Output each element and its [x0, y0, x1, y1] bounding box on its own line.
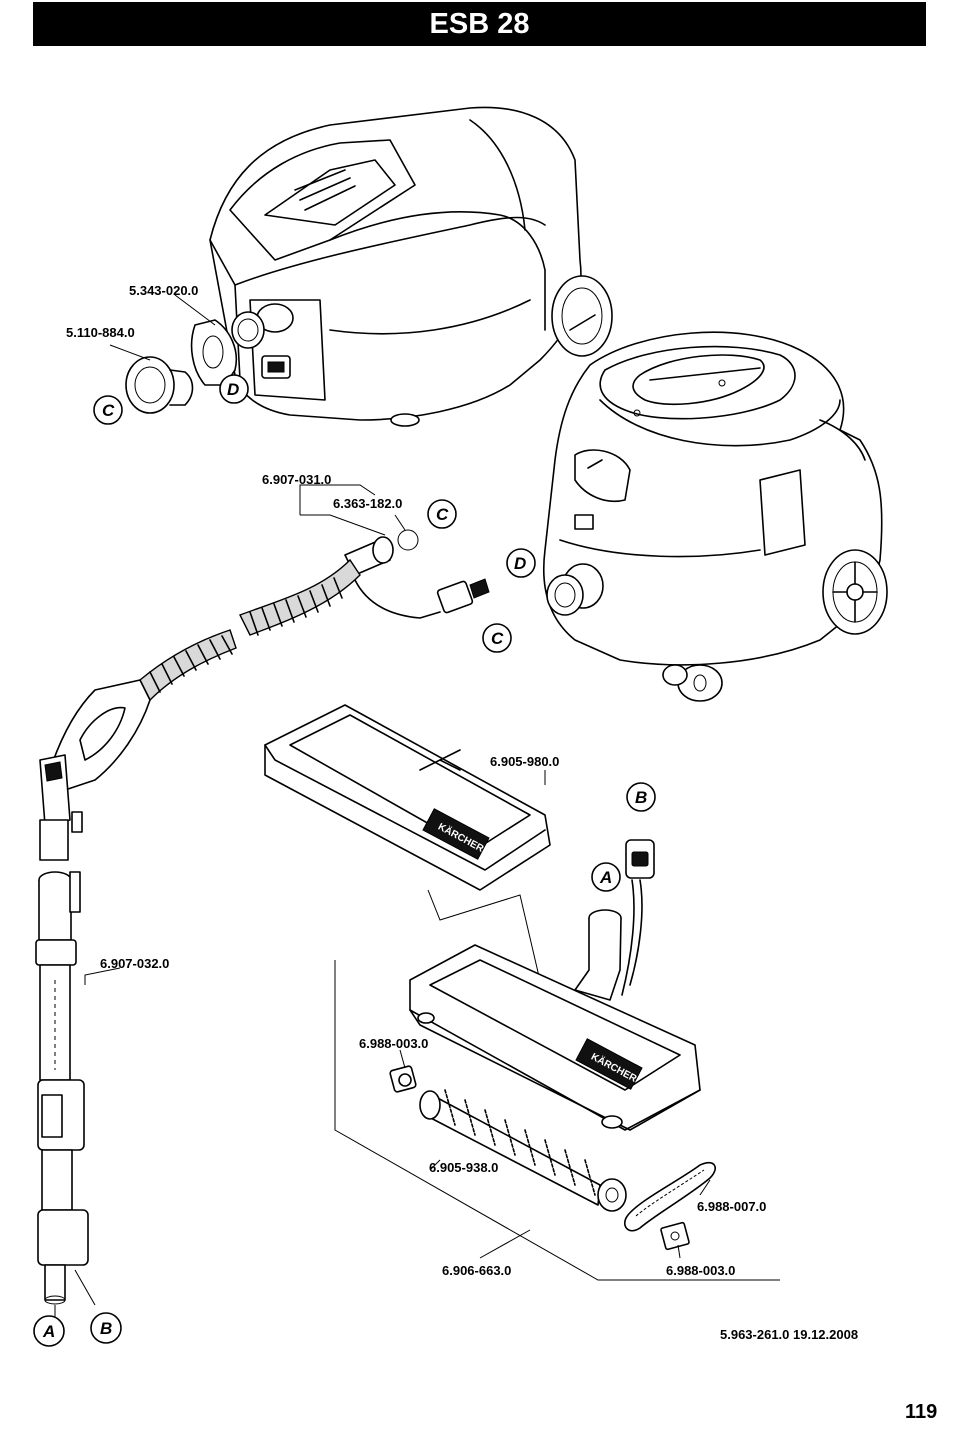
vacuum-front-view — [542, 331, 888, 702]
svg-text:D: D — [227, 380, 239, 399]
svg-text:D: D — [514, 554, 526, 573]
drive-belt — [624, 1161, 716, 1232]
part-label: 6.988-003.0 — [359, 1036, 428, 1051]
leader-lines — [54, 484, 711, 1320]
part-label: 6.905-980.0 — [490, 754, 559, 769]
svg-text:C: C — [436, 505, 449, 524]
title-bar: ESB 28 — [33, 2, 926, 46]
cover-plate: KÄRCHER — [264, 704, 551, 891]
connection-markers: C D C D C B A A — [33, 374, 656, 1347]
svg-text:B: B — [635, 788, 647, 807]
svg-text:B: B — [100, 1319, 112, 1338]
marker-c-top-left: C — [93, 395, 123, 425]
hose-assembly — [39, 529, 490, 861]
part-label: 6.905-938.0 — [429, 1160, 498, 1175]
part-label: 6.363-182.0 — [333, 496, 402, 511]
part-number-labels: 5.343-020.0 5.110-884.0 6.907-031.0 6.36… — [66, 283, 766, 1278]
svg-text:C: C — [491, 629, 504, 648]
document-code: 5.963-261.0 19.12.2008 — [720, 1327, 859, 1342]
part-label: 5.110-884.0 — [66, 325, 135, 340]
marker-b-tube: B — [90, 1312, 122, 1344]
part-label: 6.907-031.0 — [262, 472, 331, 487]
part-label: 6.988-007.0 — [697, 1199, 766, 1214]
marker-a-tube: A — [33, 1315, 65, 1347]
page-number: 119 — [905, 1401, 938, 1423]
marker-c-front: C — [482, 623, 512, 653]
brush-roll — [389, 1065, 627, 1212]
extension-tube — [35, 871, 89, 1305]
part-label: 5.343-020.0 — [129, 283, 198, 298]
marker-b-nozzle: B — [626, 782, 656, 812]
marker-d-hose: D — [506, 548, 536, 578]
svg-text:A: A — [599, 868, 612, 887]
part-label: 6.906-663.0 — [442, 1263, 511, 1278]
page-title: ESB 28 — [429, 8, 530, 40]
inlet-parts — [125, 319, 237, 414]
vacuum-rear-view — [209, 106, 613, 427]
belt-clip — [660, 1221, 690, 1251]
marker-c-hose: C — [427, 499, 457, 529]
marker-a-nozzle: A — [591, 862, 621, 892]
part-label: 6.988-003.0 — [666, 1263, 735, 1278]
leader-lines-top — [109, 294, 216, 361]
svg-text:A: A — [42, 1322, 55, 1341]
part-label: 6.907-032.0 — [100, 956, 169, 971]
svg-text:C: C — [102, 401, 115, 420]
assembly-lines — [334, 889, 780, 1281]
floor-nozzle: KÄRCHER — [409, 839, 701, 1131]
marker-d-top: D — [219, 374, 249, 404]
